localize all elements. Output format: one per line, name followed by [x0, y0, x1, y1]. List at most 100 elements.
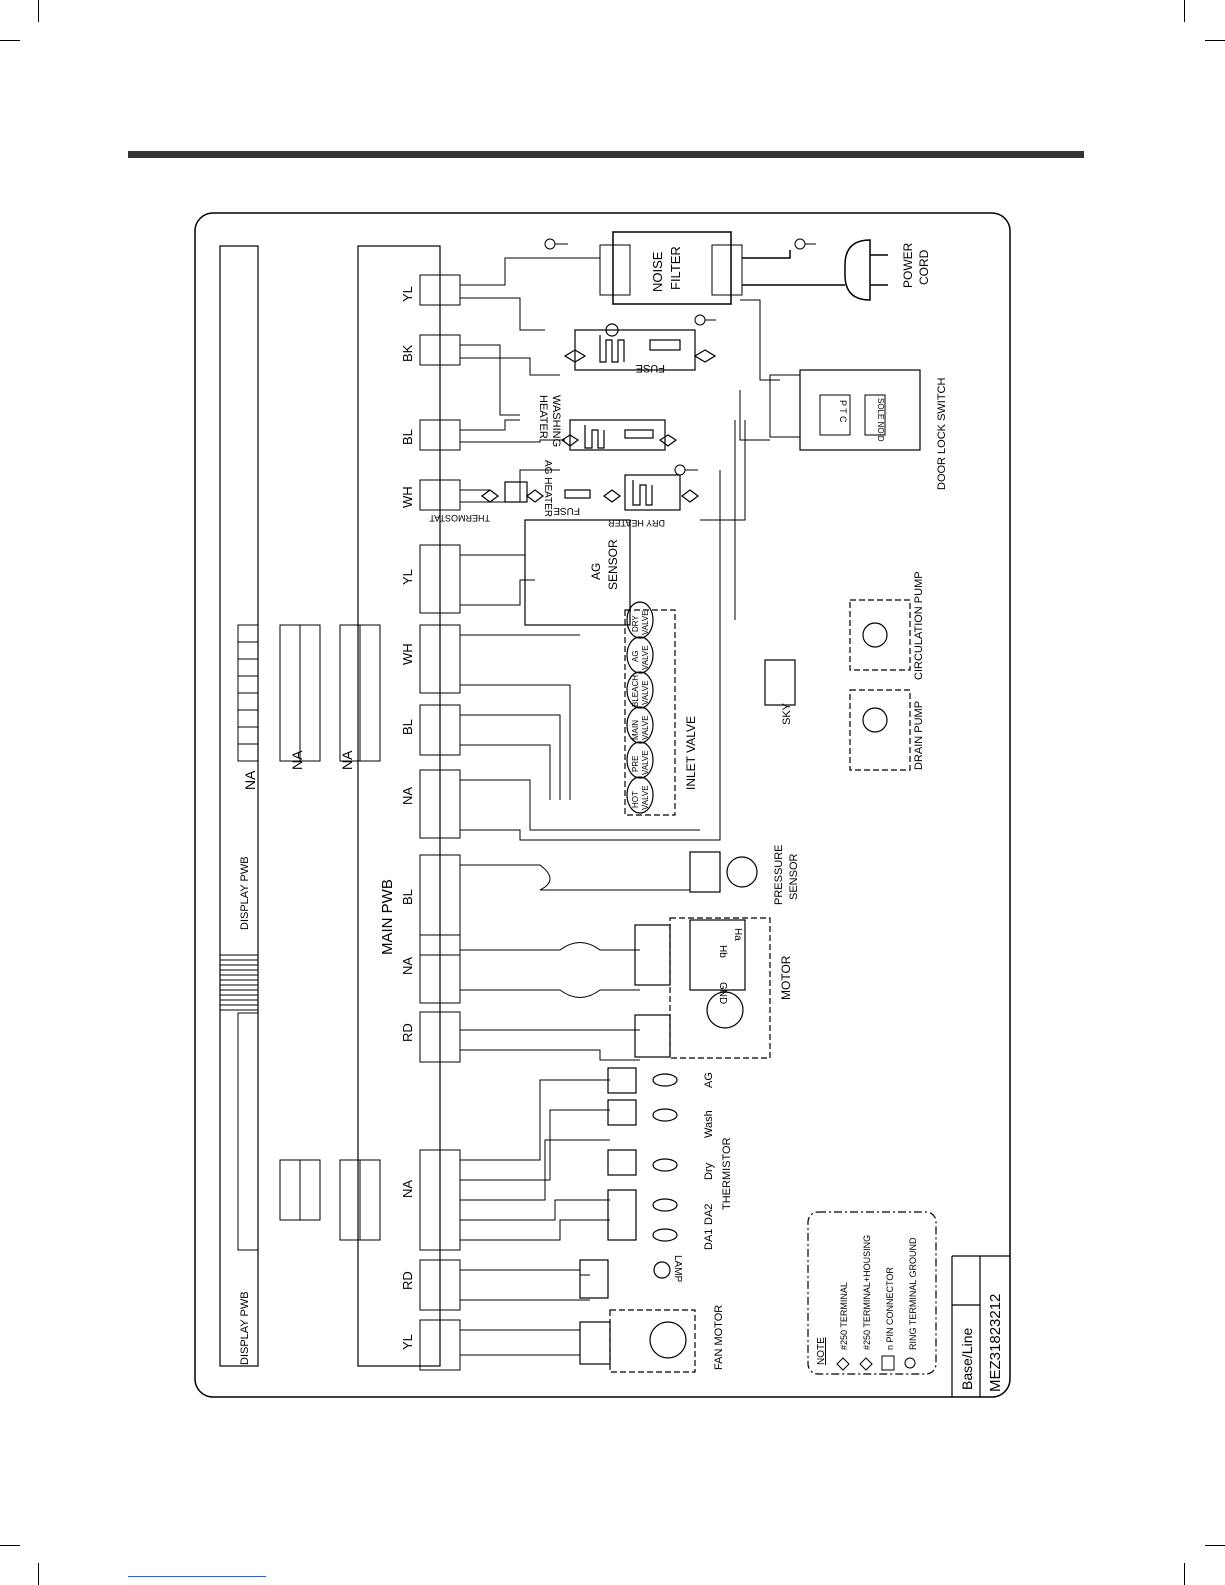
motor	[634, 917, 771, 1059]
dry-valve	[626, 601, 654, 639]
connector-label-wh: WH	[400, 486, 415, 508]
washing-heater	[563, 323, 717, 371]
pressure-sensor	[689, 851, 758, 893]
valve-labels: HOT VALVE PRE VALVE MAIN VALVE BLEACH VA…	[631, 610, 650, 810]
ag-valve-label: VALVE	[641, 645, 650, 670]
ag-thermistor-label: AG	[703, 1072, 715, 1088]
da2-label: DA2	[703, 1204, 715, 1225]
display-connector-11pin	[237, 1012, 259, 1251]
hot-valve	[626, 776, 654, 814]
crop-mark	[38, 1563, 39, 1585]
ag-sensor-label: SENSOR	[606, 539, 620, 590]
inlet-valve-label: INLET VALVE	[684, 716, 698, 790]
door-lock-switch-label: DOOR LOCK SWITCH	[936, 377, 948, 490]
dry-thermistor-label: Dry	[703, 1162, 715, 1180]
connector-label-rd: RD	[400, 1023, 415, 1042]
noise-filter-output-connector	[711, 244, 743, 296]
ag-valve-label: AG	[631, 650, 640, 662]
title-block	[951, 1255, 1010, 1397]
display-connector-8pin	[237, 624, 259, 762]
thermistors	[607, 1067, 678, 1242]
pre-valve	[626, 741, 654, 779]
crop-mark	[0, 40, 20, 41]
bleach-valve	[626, 671, 654, 709]
noise-filter-box	[612, 231, 732, 305]
pumps	[764, 599, 911, 771]
wiring-harness	[460, 257, 780, 1356]
main-pwb-connectors-top	[419, 274, 461, 1371]
pre-valve-label: PRE	[631, 756, 640, 772]
circulation-pump-label: CIRCULATION PUMP	[913, 571, 925, 680]
connector-label-bl: BL	[400, 719, 415, 735]
footer-link-underline	[128, 1576, 266, 1577]
ag-heater	[560, 419, 678, 451]
note-title: NOTE	[816, 1337, 827, 1365]
ag-sensor-label: AG	[589, 563, 603, 580]
noise-filter-input-connector	[599, 244, 631, 296]
connector-label-na: NA	[400, 957, 415, 975]
solenoid-label: SOLE NOID	[876, 398, 885, 442]
pre-valve-label: VALVE	[641, 750, 650, 775]
fan-motor-label: FAN MOTOR	[713, 1305, 725, 1370]
drain-pump-label: DRAIN PUMP	[913, 701, 925, 770]
ag-heater-label: AG HEATER	[542, 460, 553, 517]
na-label: NA	[242, 770, 258, 790]
ha-label: Ha	[732, 928, 743, 941]
da1-label: DA1	[703, 1229, 715, 1250]
noise-filter-label: FILTER	[668, 246, 683, 290]
connector-label-na: NA	[400, 1180, 415, 1198]
display-pwb-label-mid: DISPLAY PWB	[239, 856, 251, 930]
bleach-valve-label: BLEACH	[631, 675, 640, 707]
power-cord-plug	[742, 239, 888, 301]
main-valve-label: MAIN	[631, 720, 640, 740]
connector-label-yl: YL	[400, 569, 415, 585]
gnd-label: GND	[717, 982, 728, 1004]
fuse-label: FUSE	[553, 505, 580, 516]
hot-valve-label: VALVE	[641, 785, 650, 810]
bleach-valve-label: VALVE	[641, 680, 650, 705]
lamp	[579, 1259, 671, 1299]
connector-label-bk: BK	[400, 344, 415, 362]
connector-label-yl: YL	[400, 1334, 415, 1350]
connector-label-wh: WH	[400, 643, 415, 665]
dry-valve-label: VALVE	[641, 610, 650, 635]
na-connector-stack	[279, 624, 381, 1241]
hb-label: Hb	[717, 945, 728, 958]
main-valve-label: VALVE	[641, 715, 650, 740]
header-rule	[128, 151, 1084, 158]
note-box	[807, 1211, 937, 1375]
noise-filter-label: NOISE	[650, 251, 665, 292]
connector-label-yl: YL	[400, 286, 415, 302]
main-valve	[626, 706, 654, 744]
na-label: NA	[339, 750, 355, 770]
note-symbols	[836, 1355, 916, 1371]
lamp-label: LAMP	[672, 1255, 683, 1283]
crop-mark	[38, 0, 39, 22]
washing-heater-label: HEATER	[537, 395, 549, 439]
crop-mark	[1205, 1545, 1225, 1546]
display-pwb-strip	[219, 245, 259, 1367]
diagram-frame	[194, 212, 1011, 1398]
ptc-label: P T C	[838, 400, 848, 423]
inlet-valve-housing	[624, 609, 676, 816]
crop-mark	[1184, 1563, 1185, 1585]
door-lock-solenoid	[864, 394, 886, 436]
main-pwb-label: MAIN PWB	[379, 879, 396, 955]
valve-group	[626, 601, 654, 814]
title-block-base-line: Base/Line	[959, 1328, 975, 1390]
power-cord-label: CORD	[917, 249, 931, 285]
note-item: n PIN CONNECTOR	[885, 1267, 895, 1350]
connector-label-bl: BL	[400, 429, 415, 445]
main-pwb-board	[357, 245, 441, 1367]
note-item: #250 TERMINAL	[839, 1282, 849, 1350]
motor-label: MOTOR	[779, 955, 793, 1000]
dry-heater-label: DRY HEATER	[607, 518, 665, 528]
na-label: NA	[289, 750, 305, 770]
door-lock-ptc	[819, 394, 851, 436]
hot-valve-label: HOT	[631, 791, 640, 808]
power-cord-label: POWER	[901, 242, 915, 288]
wash-thermistor-label: Wash	[703, 1110, 715, 1138]
title-block-part-number: MEZ31823212	[987, 1294, 1004, 1392]
pressure-sensor-label: PRESSURE	[773, 844, 785, 905]
crop-mark	[1184, 0, 1185, 22]
